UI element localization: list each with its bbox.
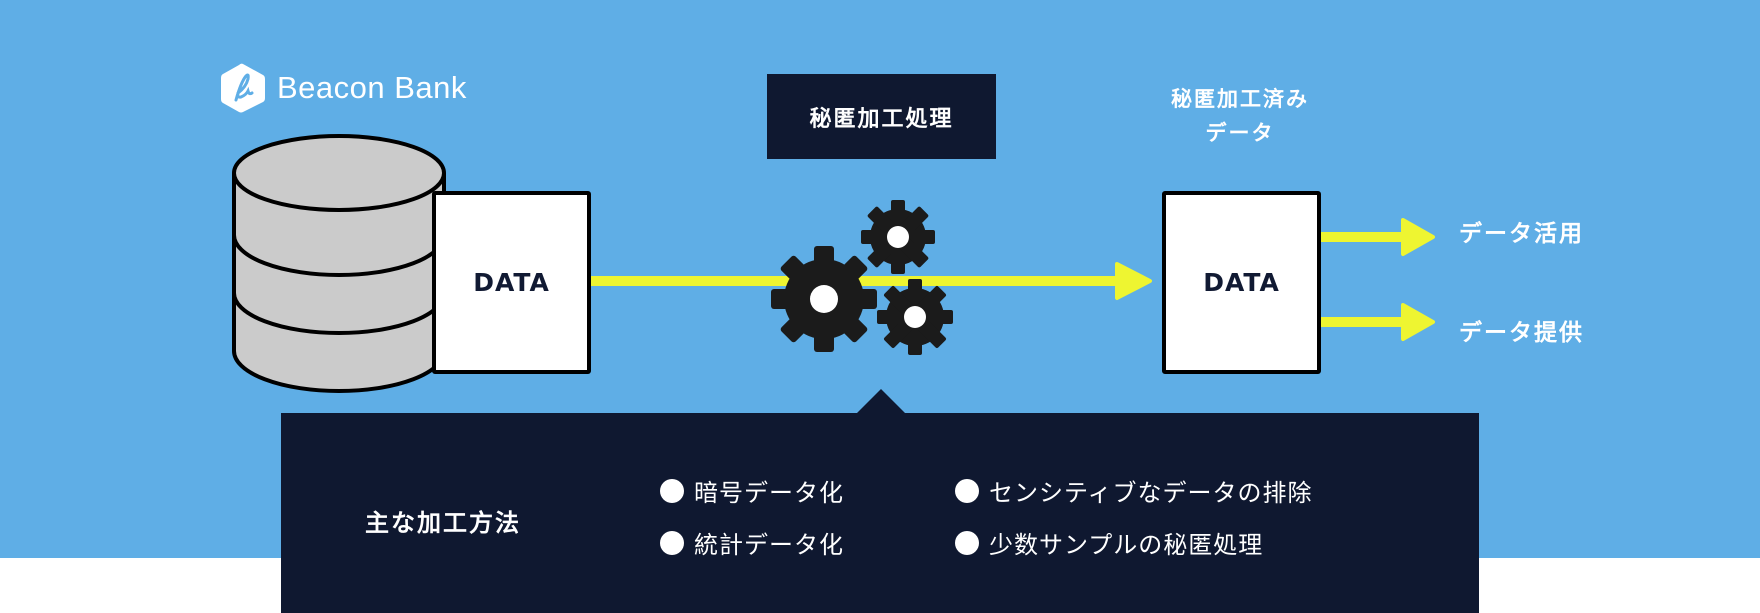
brand-logo: Beacon Bank bbox=[219, 62, 467, 114]
method-label: 少数サンプルの秘匿処理 bbox=[989, 531, 1264, 559]
method-label: センシティブなデータの排除 bbox=[989, 479, 1313, 507]
use-label-provision: データ提供 bbox=[1459, 320, 1584, 346]
output-data-box: DATA bbox=[1162, 191, 1321, 374]
method-item: 統計データ化 bbox=[660, 525, 844, 560]
output-title-line2: データ bbox=[1205, 121, 1275, 145]
panel-pointer bbox=[856, 389, 906, 414]
use-arrow bbox=[1321, 218, 1435, 256]
provide-arrow bbox=[1321, 303, 1435, 341]
gear-large-icon bbox=[771, 246, 877, 352]
source-data-label: DATA bbox=[473, 268, 550, 297]
bullet-icon bbox=[660, 478, 684, 503]
method-label: 統計データ化 bbox=[694, 531, 844, 559]
brand-name: Beacon Bank bbox=[277, 70, 467, 105]
method-item: センシティブなデータの排除 bbox=[955, 473, 1313, 508]
method-item: 少数サンプルの秘匿処理 bbox=[955, 525, 1263, 560]
process-title: 秘匿加工処理 bbox=[767, 74, 996, 159]
gear-small-top-icon bbox=[861, 200, 935, 274]
methods-title: 主な加工方法 bbox=[365, 509, 521, 537]
method-label: 暗号データ化 bbox=[694, 479, 844, 507]
bullet-icon bbox=[955, 478, 979, 503]
methods-panel bbox=[281, 413, 1479, 613]
output-title-line1: 秘匿加工済み bbox=[1171, 87, 1309, 111]
bullet-icon bbox=[660, 530, 684, 555]
method-item: 暗号データ化 bbox=[660, 473, 844, 508]
bullet-icon bbox=[955, 530, 979, 555]
output-title: 秘匿加工済み データ bbox=[1140, 82, 1340, 150]
source-data-box: DATA bbox=[432, 191, 591, 374]
output-data-label: DATA bbox=[1203, 268, 1280, 297]
gear-small-right-icon bbox=[877, 279, 953, 355]
beacon-bank-logo-icon bbox=[221, 63, 265, 113]
use-label-utilization: データ活用 bbox=[1459, 221, 1584, 247]
